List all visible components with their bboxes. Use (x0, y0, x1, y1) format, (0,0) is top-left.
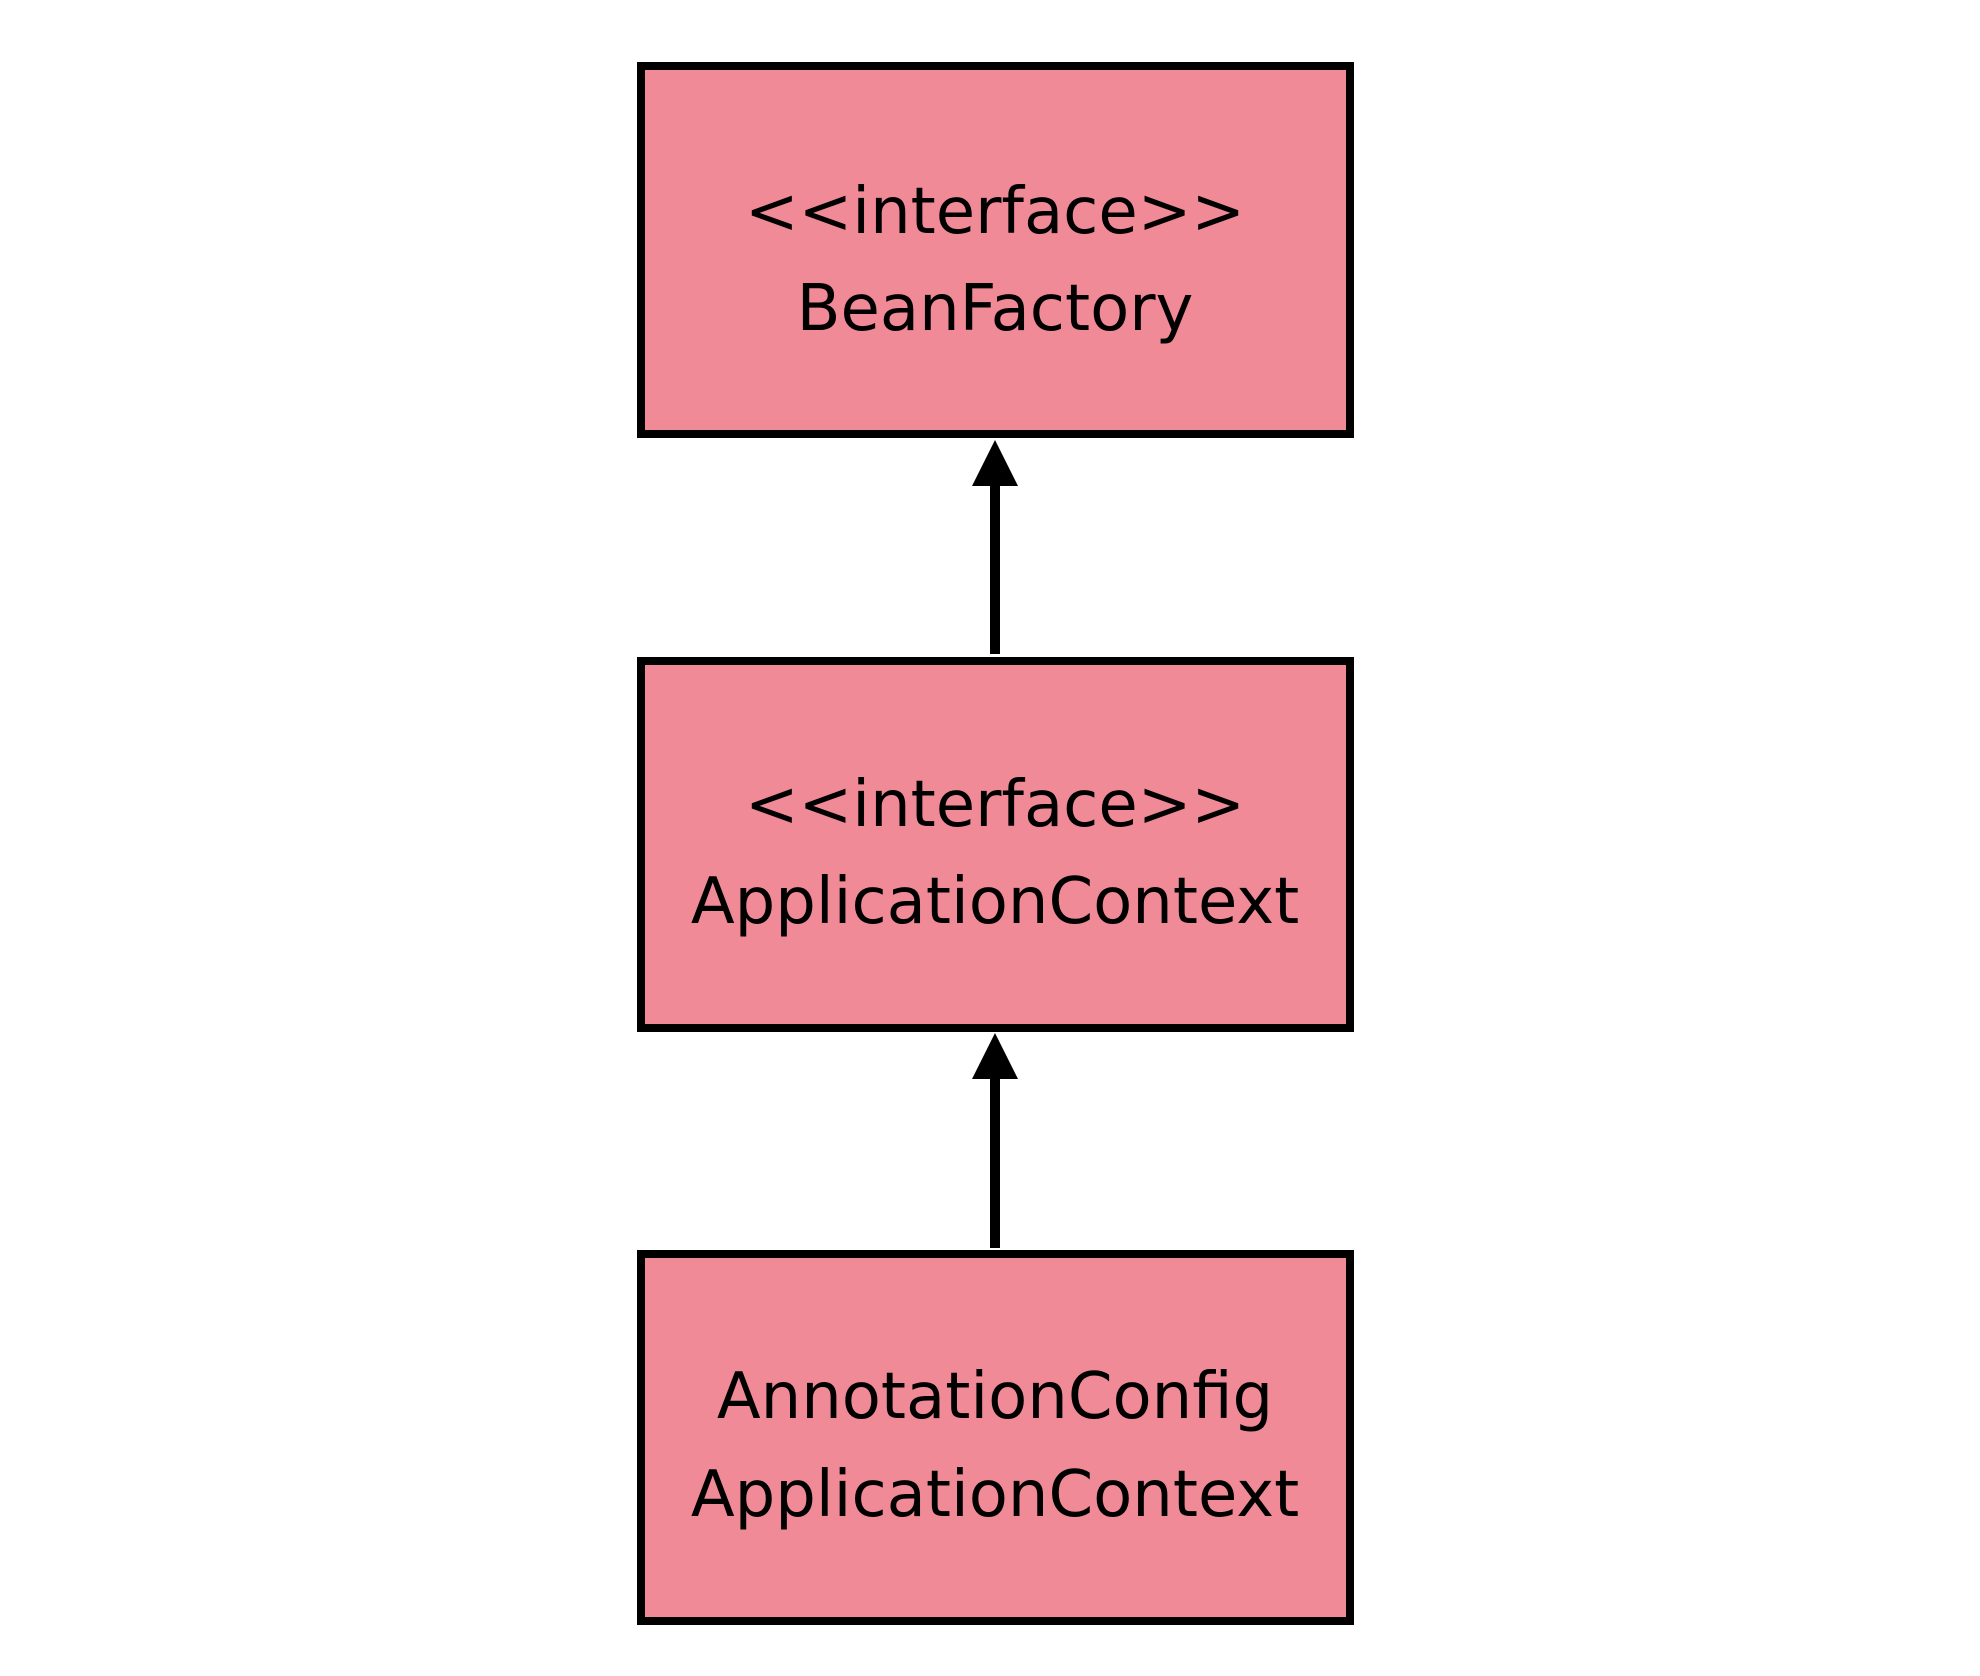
class-box-rect (637, 1250, 1354, 1625)
node-stereotype: <<interface>> (745, 768, 1245, 842)
class-box-application-context[interactable]: <<interface>> ApplicationContext (637, 657, 1354, 1032)
node-name: ApplicationContext (691, 865, 1299, 939)
arrowhead-icon (972, 1033, 1018, 1079)
node-name-line-1: AnnotationConfig (717, 1360, 1273, 1434)
class-box-rect (637, 657, 1354, 1032)
arrowhead-icon (972, 440, 1018, 486)
edge-application-context-to-bean-factory (972, 440, 1018, 654)
edge-annotation-config-to-application-context (972, 1033, 1018, 1248)
class-box-rect (637, 62, 1354, 438)
node-name-line-2: ApplicationContext (691, 1458, 1299, 1532)
node-stereotype: <<interface>> (745, 175, 1245, 249)
node-name: BeanFactory (797, 272, 1194, 346)
class-box-annotation-config-application-context[interactable]: AnnotationConfig ApplicationContext (637, 1250, 1354, 1625)
class-box-bean-factory[interactable]: <<interface>> BeanFactory (637, 62, 1354, 438)
